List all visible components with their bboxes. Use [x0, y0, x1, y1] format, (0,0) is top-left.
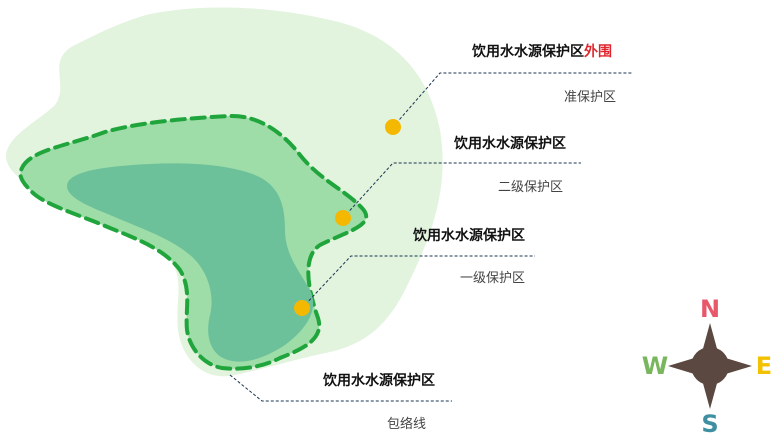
marker-primary-zone [294, 300, 310, 316]
label-outer-highlight: 外围 [584, 43, 612, 60]
compass-east-label: E [756, 352, 772, 380]
label-secondary-title: 饮用水水源保护区 [453, 135, 566, 152]
primary-protection-zone [67, 163, 314, 362]
marker-outer-zone [385, 119, 401, 135]
label-envelope-sub: 包络线 [387, 416, 426, 432]
compass-south-label: S [701, 410, 718, 436]
compass-north-label: N [700, 295, 720, 323]
compass-hub [691, 347, 729, 385]
label-outer-sub: 准保护区 [564, 90, 616, 105]
label-envelope: 饮用水水源保护区 包络线 [322, 372, 435, 432]
compass-rose: N E S W [642, 295, 772, 436]
leader-line-outer [392, 72, 632, 128]
leader-line-envelope [229, 374, 452, 402]
label-secondary-sub: 二级保护区 [498, 180, 563, 195]
leader-lines [229, 72, 632, 402]
label-outer-zone: 饮用水水源保护区外围 准保护区 [471, 43, 616, 105]
label-primary-zone: 饮用水水源保护区 一级保护区 [412, 227, 525, 286]
compass-west-label: W [642, 352, 668, 380]
label-outer-title: 饮用水水源保护区外围 [471, 43, 612, 60]
label-secondary-zone: 饮用水水源保护区 二级保护区 [453, 135, 566, 195]
marker-secondary-zone [335, 210, 351, 226]
leader-line-primary [301, 255, 535, 309]
label-primary-sub: 一级保护区 [460, 271, 525, 286]
label-envelope-title: 饮用水水源保护区 [322, 372, 435, 389]
label-primary-title: 饮用水水源保护区 [412, 227, 525, 244]
